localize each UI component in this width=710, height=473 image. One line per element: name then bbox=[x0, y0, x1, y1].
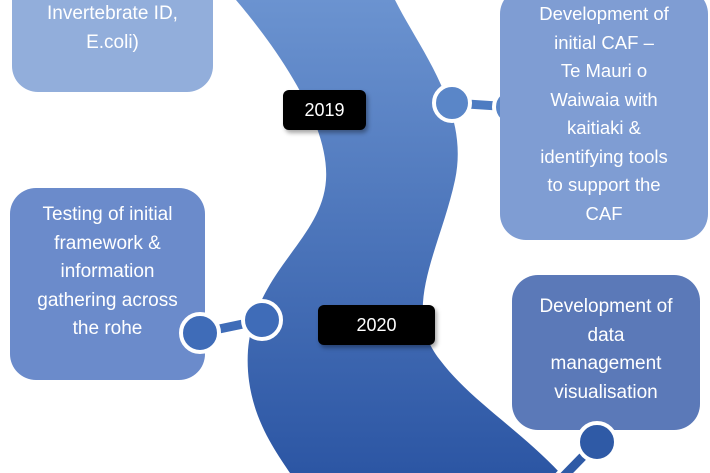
box-line: CAF bbox=[585, 202, 623, 224]
box-line: Waiwaia with bbox=[550, 88, 658, 110]
connector-2020 bbox=[179, 299, 283, 354]
box-line: management bbox=[550, 353, 662, 374]
box-line: Invertebrate ID, bbox=[47, 3, 178, 24]
box-line: identifying tools bbox=[540, 145, 668, 167]
box-line: Development of bbox=[539, 3, 669, 24]
box-line: framework & bbox=[54, 232, 161, 254]
box-line: information bbox=[60, 261, 155, 282]
box-line: to support the bbox=[547, 174, 661, 195]
box-line: the rohe bbox=[72, 318, 143, 339]
box-line: Testing of initial bbox=[42, 204, 173, 225]
box-line: E.coli) bbox=[86, 31, 139, 53]
year-label-2020: 2020 bbox=[318, 305, 435, 345]
box-line: kaitiaki & bbox=[566, 117, 642, 138]
milestone-box-bottom-right: Development of data management visualisa… bbox=[512, 275, 700, 430]
box-line: initial CAF – bbox=[554, 31, 654, 53]
milestone-box-top-left: Invertebrate ID, E.coli) bbox=[12, 0, 213, 92]
box-line: Te Mauri o bbox=[560, 60, 648, 81]
box-line: data bbox=[587, 324, 625, 346]
box-line: gathering across bbox=[37, 289, 178, 311]
box-line: visualisation bbox=[554, 381, 658, 403]
milestone-box-mid-left: Testing of initial framework & informati… bbox=[10, 188, 205, 380]
box-line: Development of bbox=[539, 296, 673, 317]
connector-bottom bbox=[555, 421, 618, 473]
milestone-box-top-right: Development of initial CAF – Te Mauri o … bbox=[500, 0, 708, 240]
year-label-2019: 2019 bbox=[283, 90, 366, 130]
